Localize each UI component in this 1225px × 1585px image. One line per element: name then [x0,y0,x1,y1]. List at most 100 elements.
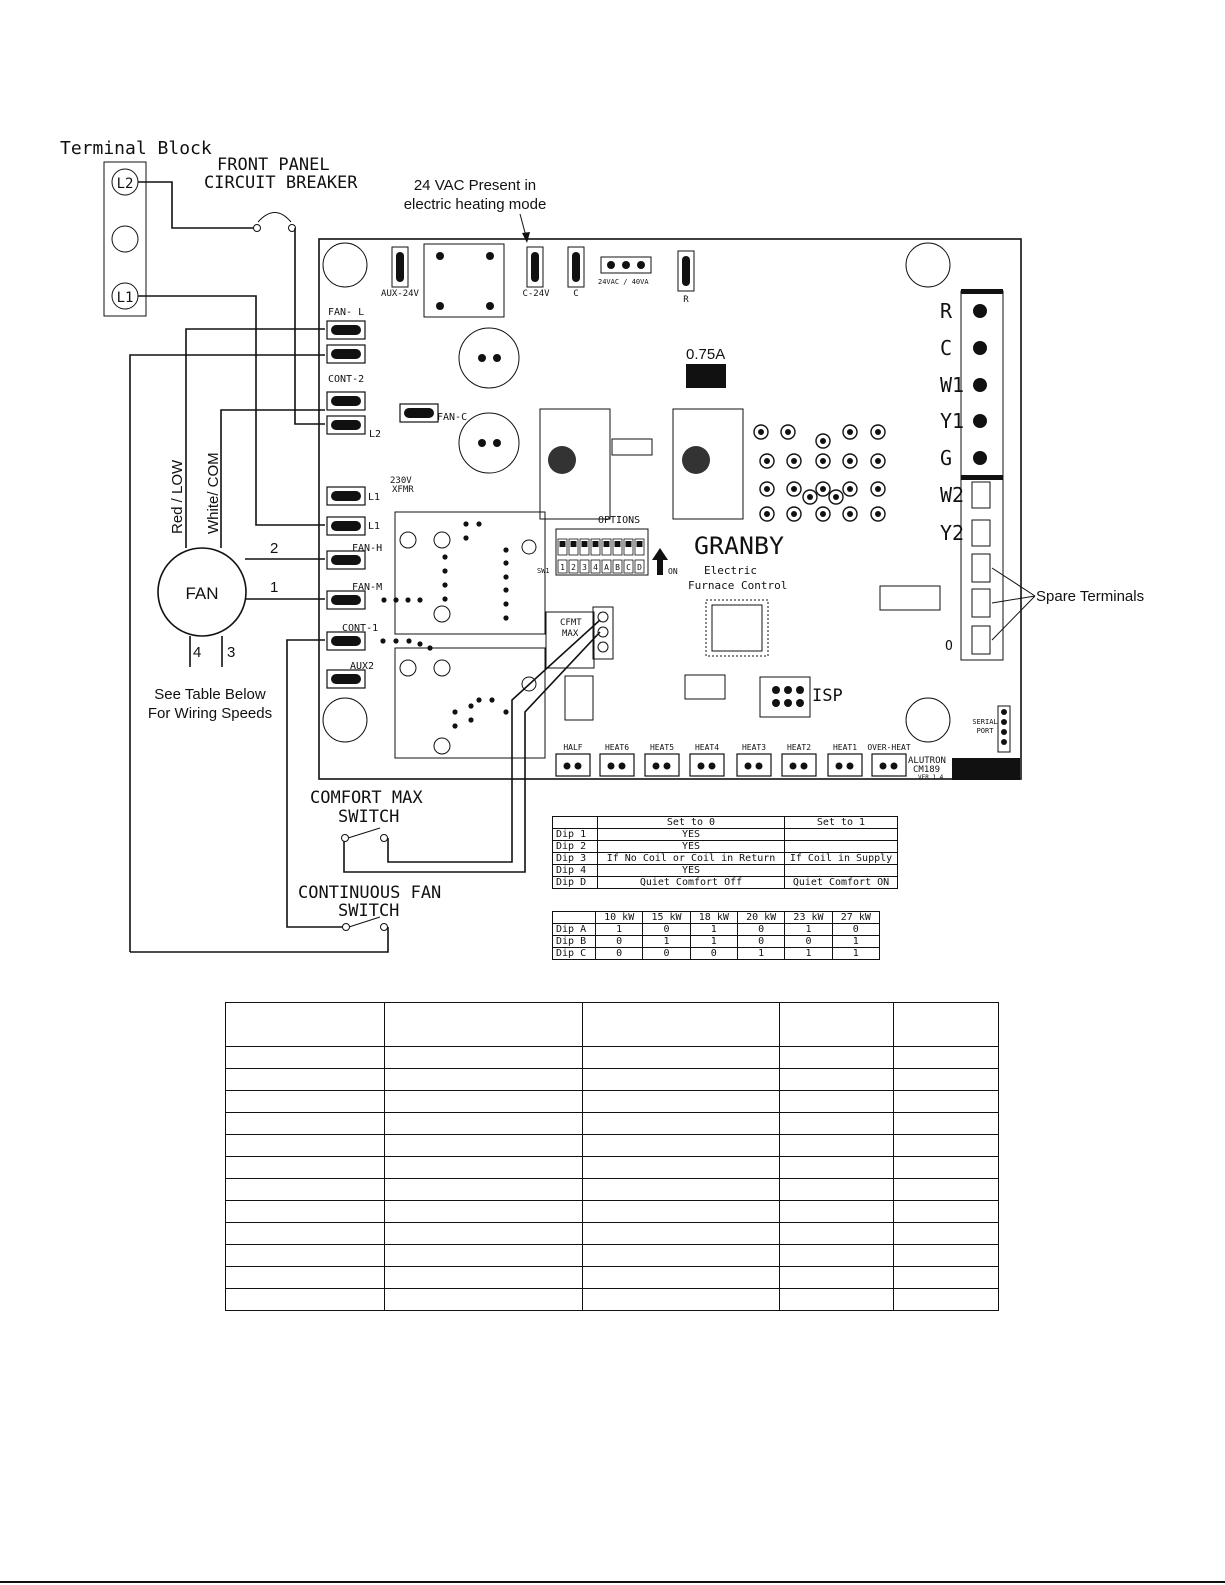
table-row: Dip D Quiet Comfort Off Quiet Comfort ON [552,876,898,889]
table-cell [893,1266,999,1289]
table-cell: Dip 3 [552,852,598,865]
table-header-row [225,1002,999,1047]
table-cell: YES [597,864,785,877]
fan-label: FAN [185,584,218,603]
table-cell [383,1156,583,1179]
table-cell [581,1266,781,1289]
table-row: Set to 0 Set to 1 [552,816,898,829]
table-cell [225,1244,385,1267]
left-connector-column: FAN- LCONT-2L2FAN-CL1L1FAN-HFAN-MCONT-1A… [326,307,467,689]
table-cell [383,1200,583,1223]
table-header-cell [552,816,598,829]
continuous-fan-line2: SWITCH [338,901,399,921]
table-row [225,1156,999,1179]
kw-settings-table: 10 kW 15 kW 18 kW 20 kW 23 kW 27 kW Dip … [552,911,881,960]
table-cell: 1 [689,923,738,936]
dip-switch-4: 4 [590,538,601,574]
brand-name: GRANBY [694,532,785,560]
table-cell [581,1068,781,1091]
table-cell [779,1266,895,1289]
table-header-cell: Set to 1 [784,816,898,829]
connector-label: FAN-M [352,582,382,593]
table-cell: 1 [736,947,786,960]
table-cell [893,1134,999,1157]
table-header-cell: 15 kW [642,911,691,924]
table-cell [383,1244,583,1267]
dip-switch-label: D [637,563,642,572]
table-cell: Dip D [552,876,598,889]
terminal-label: W2 [940,483,964,507]
options-label: OPTIONS [598,515,640,526]
heat-connector-label: HEAT3 [742,743,766,752]
connector-label: L1 [368,521,380,532]
table-cell [225,1288,385,1311]
front-panel-breaker: FRONT PANEL CIRCUIT BREAKER [204,155,358,232]
terminal-w1: W1 [940,373,987,397]
spare-terminals-label: Spare Terminals [1036,588,1144,605]
table-cell [893,1288,999,1311]
table-cell: 1 [831,935,881,948]
dip-switch-C: C [623,538,634,574]
dip-switch-D: D [634,538,645,574]
heat-connector-heat1: HEAT1 [827,743,863,777]
dip-switch-label: C [626,563,631,572]
spare-terminal [971,553,991,583]
table-cell: Dip 1 [552,828,598,841]
table-row [225,1244,999,1267]
table-header-cell: 18 kW [689,911,738,924]
control-board [318,238,1022,780]
dip-switch-3: 3 [579,538,590,574]
fan-motor: FAN Red / LOW White/ COM 2 1 4 3 [157,452,278,661]
red-low-label: Red / LOW [169,459,186,534]
jumper-label: R [683,295,689,305]
continuous-fan-line1: CONTINUOUS FAN [298,883,441,903]
table-row [225,1046,999,1069]
table-cell [779,1244,895,1267]
connector-fan-m: FAN-M [326,582,382,610]
table-cell: 1 [784,947,833,960]
dip-switch-label: 4 [593,563,598,572]
wiring-speeds-table [225,1002,999,1311]
table-cell [893,1112,999,1135]
vac-note-line2: electric heating mode [404,196,547,213]
table-header-cell [552,911,596,924]
heat-connector-heat6: HEAT6 [599,743,635,777]
table-row [225,1266,999,1289]
table-cell [581,1134,781,1157]
xfmr-label-1: 230V [390,476,412,486]
table-cell [383,1178,583,1201]
table-cell: If No Coil or Coil in Return [597,852,785,865]
isp-label: ISP [812,686,843,706]
serial-label-2: PORT [977,727,995,735]
table-cell [225,1112,385,1135]
terminal-block: Terminal Block L2 L1 [60,138,212,317]
table-cell: Dip 4 [552,864,598,877]
dip-switch-1: 1 [557,538,568,574]
dip-switch-label: 1 [560,563,565,572]
table-cell: 1 [689,935,738,948]
table-cell [225,1200,385,1223]
table-cell [225,1178,385,1201]
table-cell [893,1156,999,1179]
cfmt-label-1: CFMT [560,618,582,628]
table-cell [383,1046,583,1069]
table-header-cell [779,1002,895,1047]
see-table-line1: See Table Below [154,686,266,703]
table-cell [784,840,898,853]
connector-aux2: AUX2 [326,661,374,689]
table-cell [225,1068,385,1091]
connector-label: AUX2 [350,661,374,672]
table-row: Dip A 1 0 1 0 1 0 [552,923,881,936]
terminal-label: C [940,336,952,360]
terminal-y1: Y1 [940,409,987,433]
table-row: 10 kW 15 kW 18 kW 20 kW 23 kW 27 kW [552,911,881,924]
table-cell [893,1178,999,1201]
table-cell [581,1090,781,1113]
terminal-label: Y2 [940,521,964,545]
table-row [225,1222,999,1245]
table-header-cell: 27 kW [831,911,881,924]
table-cell [581,1288,781,1311]
table-row: Dip 3 If No Coil or Coil in Return If Co… [552,852,898,865]
table-cell [893,1068,999,1091]
